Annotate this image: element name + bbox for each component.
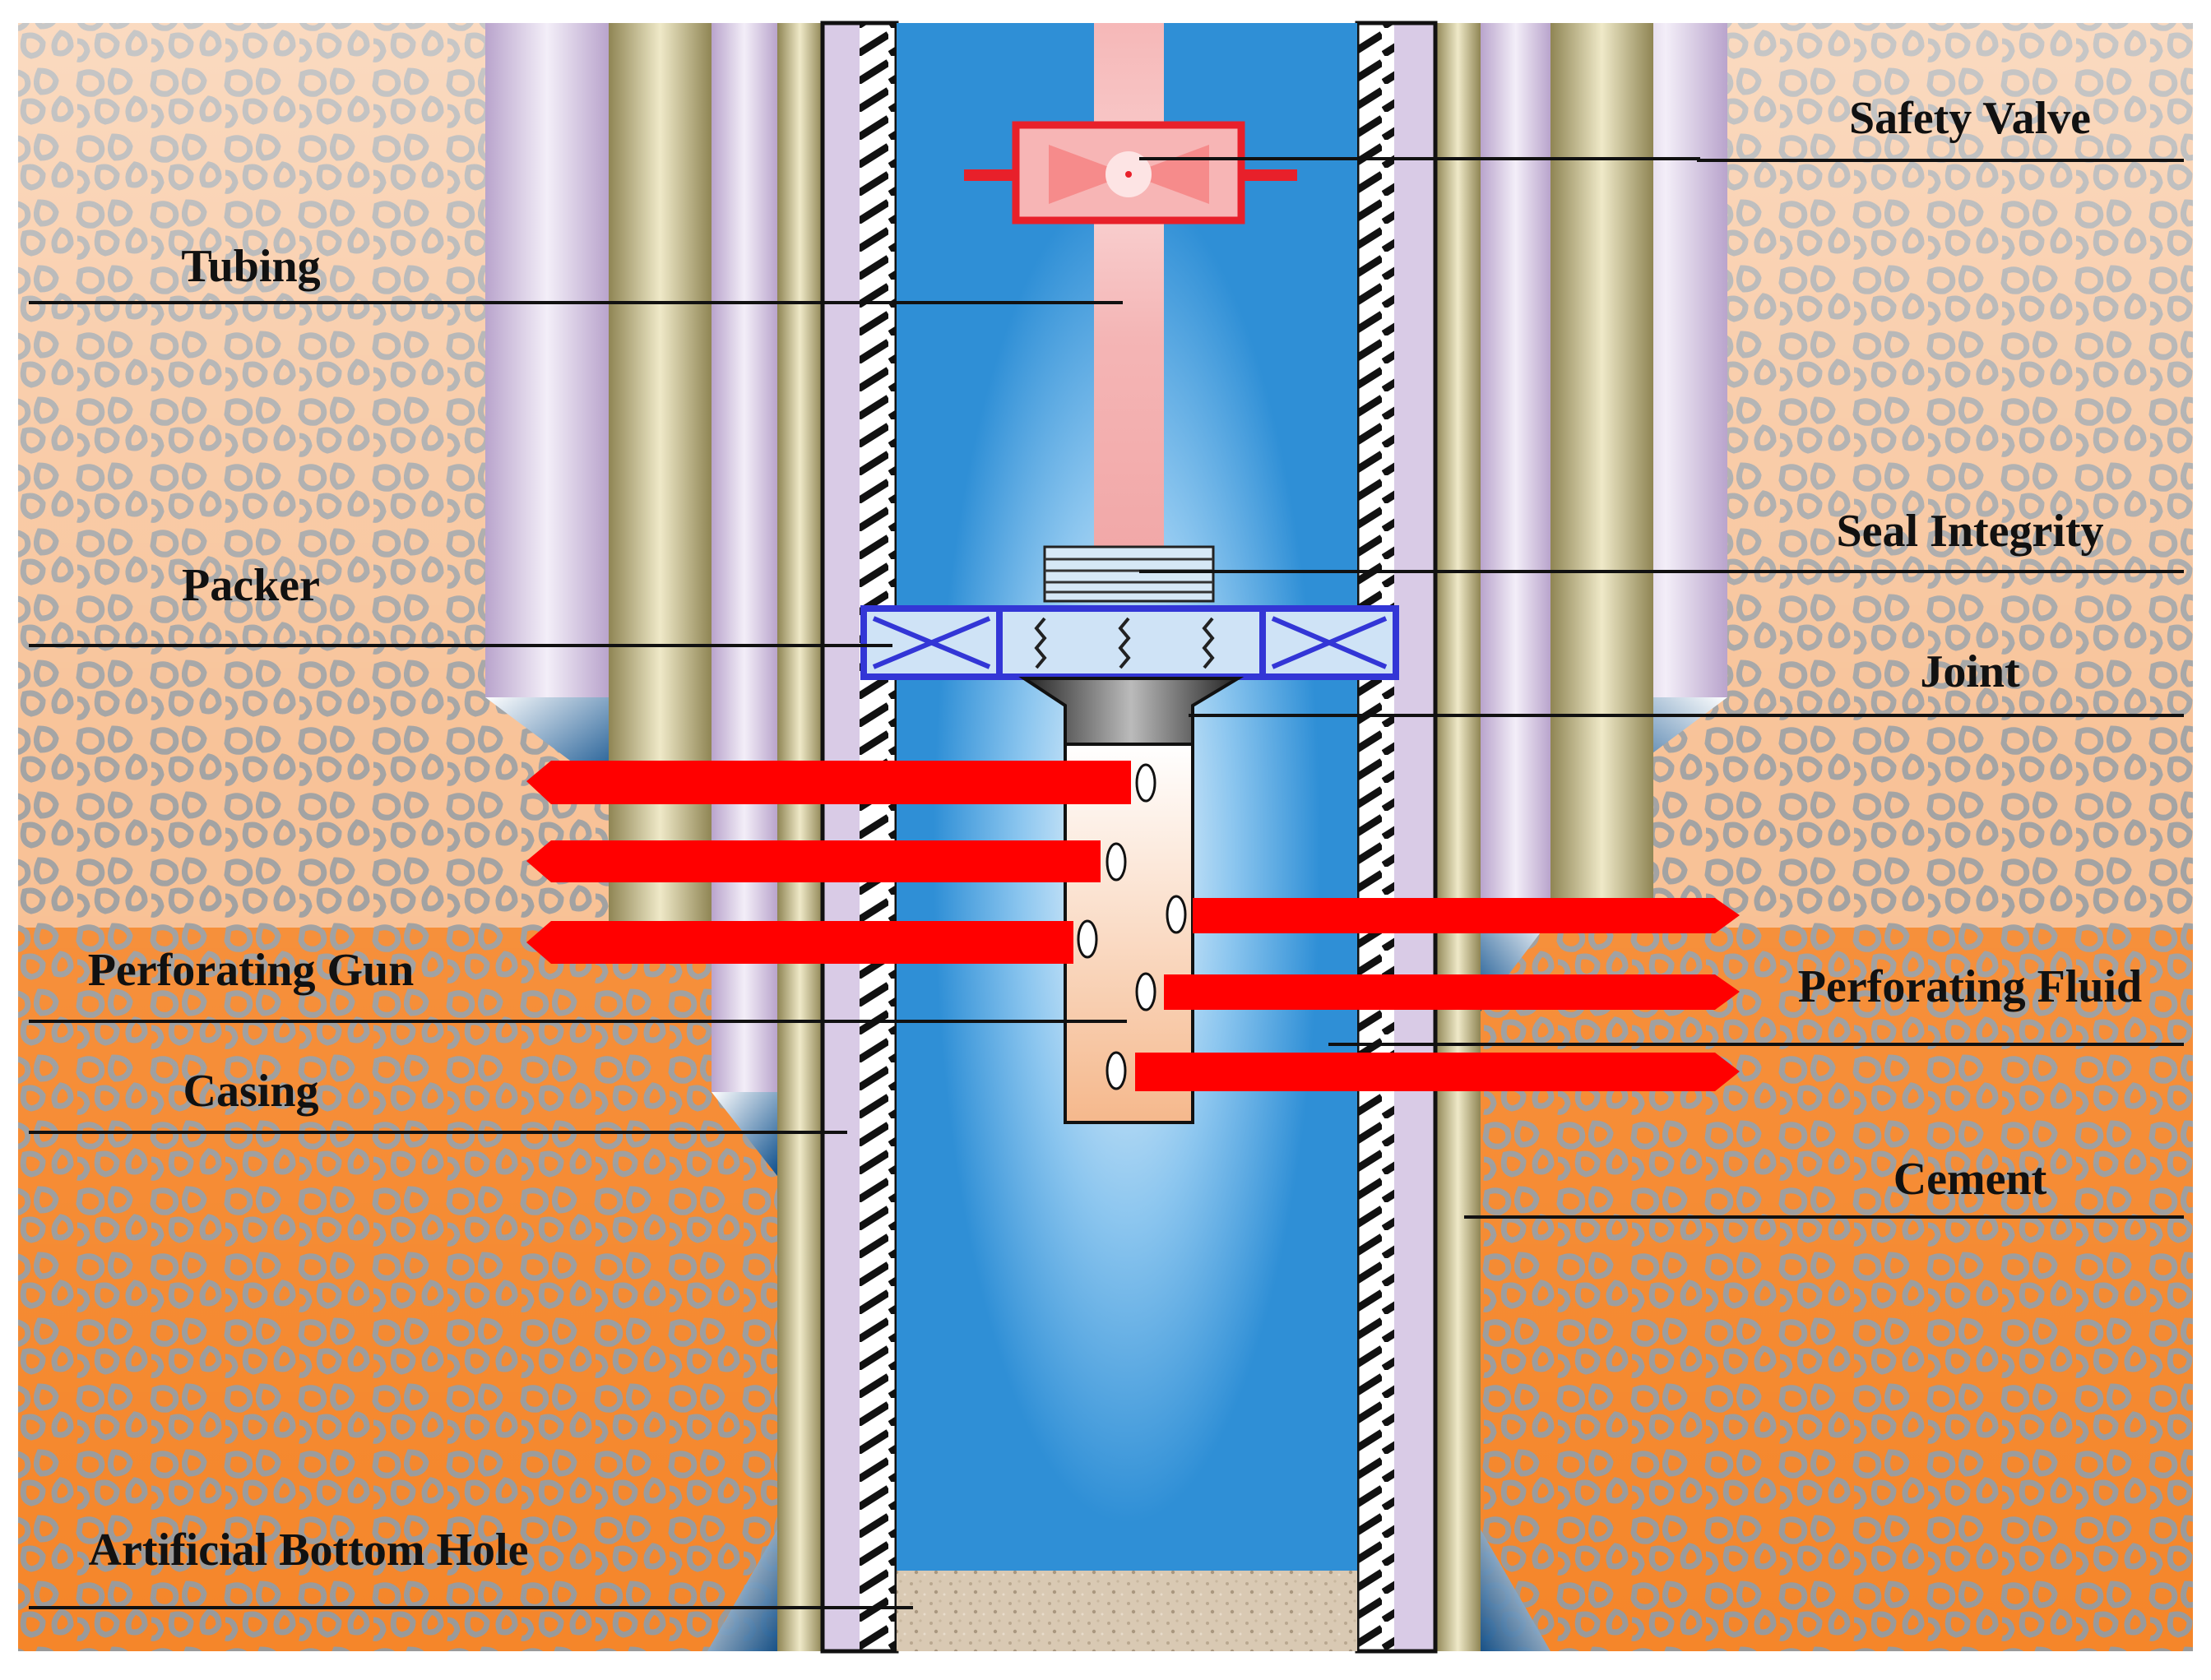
label-casing: Casing [183, 1066, 319, 1117]
label-perforating-gun: Perforating Gun [88, 945, 415, 996]
tubing [1094, 23, 1164, 549]
label-joint: Joint [1920, 646, 2020, 697]
jet-right-2 [1164, 974, 1740, 1010]
jet-right-3 [1135, 1053, 1740, 1091]
casing [820, 21, 1438, 1654]
leader-lines [29, 157, 2184, 1609]
jet-left-3 [526, 921, 1073, 964]
jet-left-1 [526, 761, 1131, 804]
bowtie-valve-icon [964, 121, 1297, 224]
label-artificial-bottom-hole: Artificial Bottom Hole [89, 1525, 529, 1576]
label-cement: Cement [1893, 1154, 2047, 1205]
perforation-jets [526, 761, 1740, 1091]
label-perforating-fluid: Perforating Fluid [1798, 961, 2142, 1012]
label-tubing: Tubing [181, 241, 320, 292]
label-safety-valve: Safety Valve [1849, 93, 2091, 144]
crossed-box-packer-icon [860, 605, 1399, 680]
artificial-bottom-hole [897, 1571, 1357, 1651]
cement-column [609, 23, 1653, 1651]
jet-right-1 [1193, 898, 1740, 933]
label-seal-integrity: Seal Integrity [1836, 506, 2103, 557]
jet-left-2 [526, 840, 1101, 882]
label-packer: Packer [182, 560, 320, 611]
seal-element [1043, 545, 1215, 603]
